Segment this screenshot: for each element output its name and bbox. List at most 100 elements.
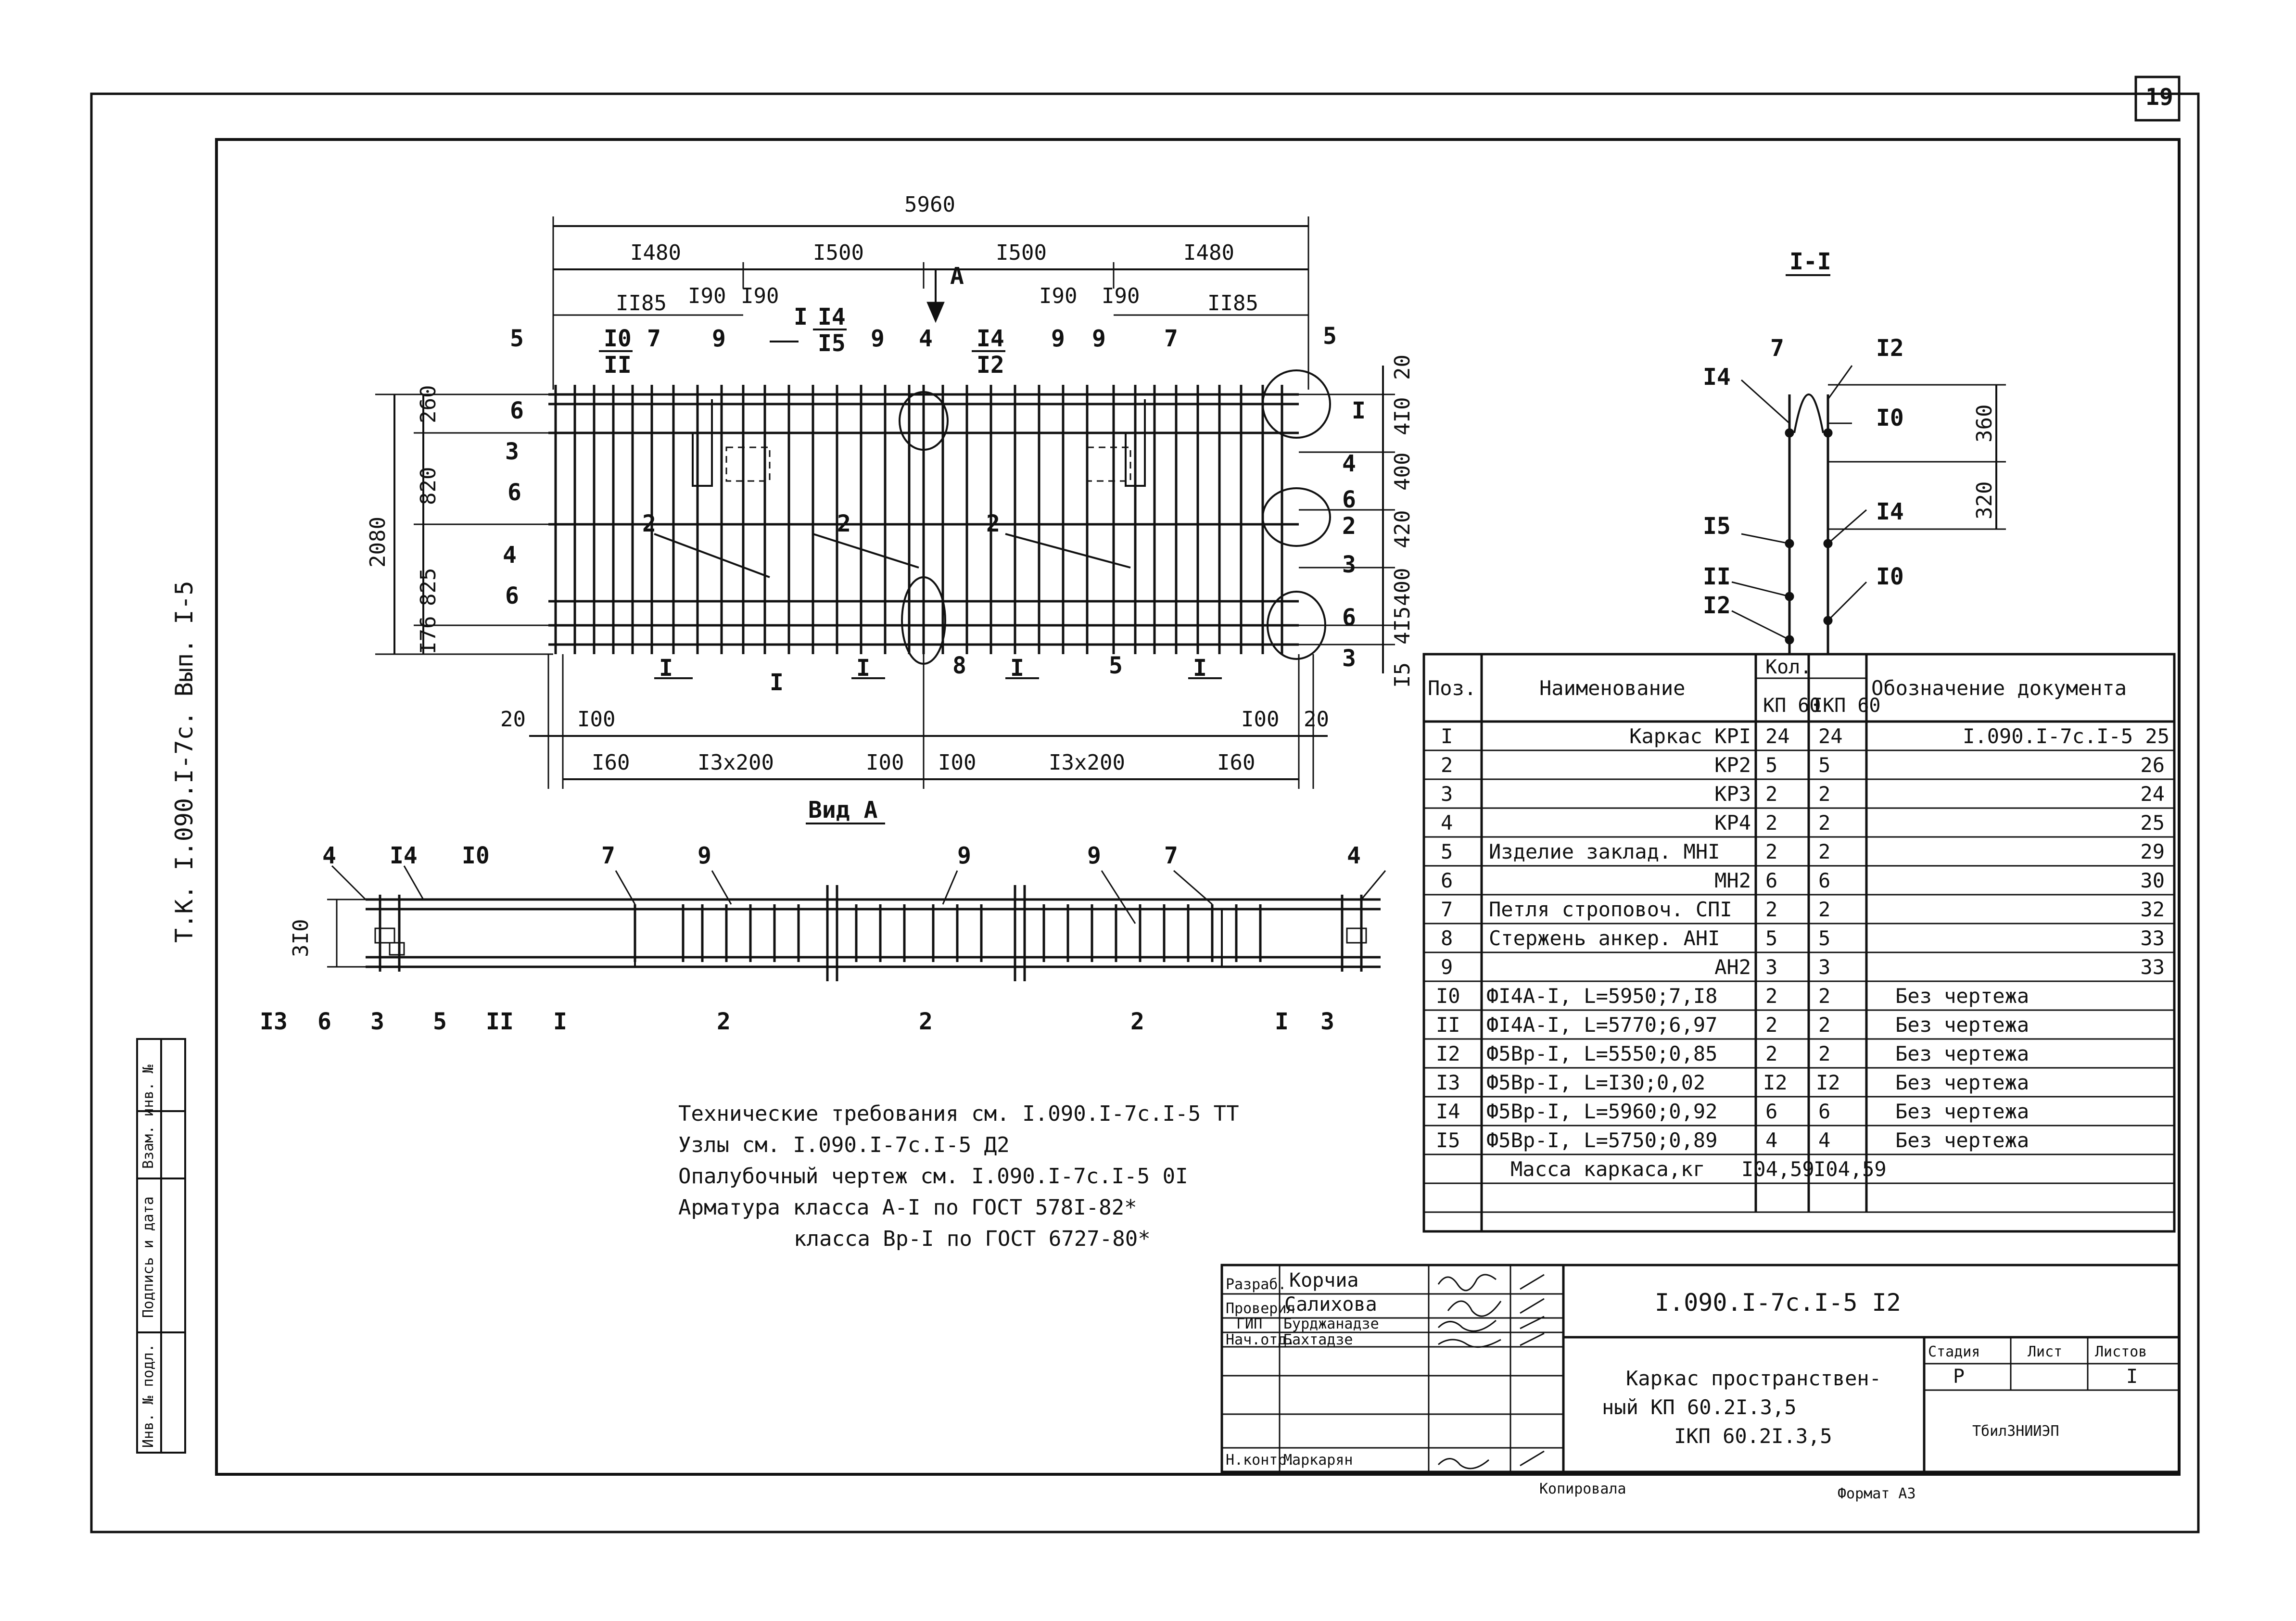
row-12-b: 2 bbox=[1818, 1042, 1830, 1065]
row-14-doc: Без чертежа bbox=[1895, 1100, 2029, 1123]
section-i-i bbox=[1731, 365, 2006, 656]
row-4-name: КР4 bbox=[1714, 811, 1751, 835]
row-1-pos: I bbox=[1441, 724, 1453, 748]
plan-pos-3-right-a: 3 bbox=[1342, 551, 1356, 578]
row-8-doc: 33 bbox=[2140, 926, 2165, 950]
section-mark-6: I bbox=[1193, 655, 1207, 682]
section-mark-4: I bbox=[856, 655, 870, 682]
plan-sub-dim-6: II85 bbox=[1207, 291, 1258, 316]
row-9-name: АН2 bbox=[1714, 955, 1751, 979]
row-7-pos: 7 bbox=[1441, 898, 1453, 921]
row-10-b: 2 bbox=[1818, 984, 1830, 1008]
view-mark-a: А bbox=[950, 263, 964, 290]
section-label-15: I5 bbox=[1703, 513, 1731, 540]
tb-name-6: Маркарян bbox=[1283, 1452, 1353, 1469]
plan-view bbox=[375, 216, 1395, 789]
row-9-b: 3 bbox=[1818, 955, 1830, 979]
left-dim-4: I76 bbox=[416, 616, 441, 654]
plan-pos-3-left: 3 bbox=[505, 438, 519, 465]
row-3-a: 2 bbox=[1765, 782, 1777, 806]
spec-table bbox=[1422, 653, 2176, 1233]
section-label-14a: I4 bbox=[1703, 364, 1731, 391]
row-15-a: 4 bbox=[1765, 1128, 1777, 1152]
row-8-pos: 8 bbox=[1441, 926, 1453, 950]
row-11-name: ФI4А-I, L=5770;6,97 bbox=[1486, 1013, 1717, 1037]
plan-pos-9a: 9 bbox=[712, 325, 726, 352]
row-11-a: 2 bbox=[1765, 1013, 1777, 1037]
footer-copied: Копировала bbox=[1539, 1481, 1626, 1497]
row-1-name: Каркас КРI bbox=[1629, 724, 1751, 748]
plan-pos-5-left: 5 bbox=[510, 325, 524, 352]
plan-sub-dim-5: I90 bbox=[1102, 284, 1140, 308]
tb-role-3: ГИП bbox=[1236, 1316, 1262, 1332]
fraction-3-den: I2 bbox=[977, 352, 1004, 379]
tb-title-1: Каркас пространствен- bbox=[1626, 1367, 1881, 1390]
row-15-b: 4 bbox=[1818, 1128, 1830, 1152]
signatures bbox=[1437, 1274, 1545, 1469]
mass-b: I04,59 bbox=[1814, 1157, 1887, 1181]
note-1: Технические требования см. I.090.I-7с.I-… bbox=[678, 1102, 1239, 1126]
right-dim-5: 400 bbox=[1390, 568, 1415, 606]
view-a-bottom-8: 2 bbox=[919, 1008, 933, 1035]
view-a-bottom-11: 3 bbox=[1320, 1008, 1334, 1035]
tb-name-4: Бахтадзе bbox=[1283, 1331, 1353, 1348]
sheet-number: 19 bbox=[2145, 84, 2173, 111]
note-4: Арматура класса А-I по ГОСТ 578I-82* bbox=[678, 1195, 1137, 1220]
row-10-pos: I0 bbox=[1436, 984, 1460, 1008]
row-13-b: I2 bbox=[1816, 1071, 1840, 1094]
view-a-top-6: 9 bbox=[957, 842, 971, 869]
tb-role-2: Проверил bbox=[1226, 1300, 1295, 1317]
row-2-doc: 26 bbox=[2140, 753, 2165, 777]
row-11-pos: II bbox=[1436, 1013, 1460, 1037]
view-a-bottom-2: 6 bbox=[317, 1008, 331, 1035]
row-8-a: 5 bbox=[1765, 926, 1777, 950]
tb-sheet-label: Лист bbox=[2028, 1343, 2062, 1360]
section-label-12b: I2 bbox=[1703, 592, 1731, 619]
section-title: I-I bbox=[1789, 248, 1831, 275]
view-a-bottom-1: I3 bbox=[260, 1008, 288, 1035]
row-4-doc: 25 bbox=[2140, 811, 2165, 835]
row-6-pos: 6 bbox=[1441, 869, 1453, 892]
view-a-height: 3I0 bbox=[289, 919, 313, 957]
plan-pos-6-right-a: 6 bbox=[1342, 486, 1356, 513]
title-block bbox=[1220, 1264, 2181, 1473]
side-col-inv: Инв. № подл. bbox=[140, 1343, 157, 1448]
plan-pos-9c: 9 bbox=[1051, 325, 1065, 352]
row-2-b: 5 bbox=[1818, 753, 1830, 777]
th-qty-a: КП 60 bbox=[1763, 695, 1821, 717]
row-13-doc: Без чертежа bbox=[1895, 1071, 2029, 1094]
sheet-frame bbox=[90, 76, 2200, 1533]
tb-role-4: Нач.отд. bbox=[1226, 1331, 1295, 1348]
th-doc: Обозначение документа bbox=[1871, 676, 2127, 700]
row-8-b: 5 bbox=[1818, 926, 1830, 950]
row-1-doc: I.090.I-7с.I-5 25 bbox=[1963, 724, 2169, 748]
fraction-2-num: I4 bbox=[818, 304, 846, 330]
overall-height-dim: 2080 bbox=[366, 517, 390, 568]
row-2-a: 5 bbox=[1765, 753, 1777, 777]
row-10-a: 2 bbox=[1765, 984, 1777, 1008]
row-9-doc: 33 bbox=[2140, 955, 2165, 979]
row-15-doc: Без чертежа bbox=[1895, 1128, 2029, 1152]
tb-name-1: Корчиа bbox=[1289, 1269, 1359, 1292]
view-a bbox=[327, 865, 1386, 981]
tb-role-6: Н.контр. bbox=[1226, 1452, 1295, 1469]
th-qty-b: IКП 60 bbox=[1811, 695, 1881, 717]
view-a-bottom-4: 5 bbox=[433, 1008, 447, 1035]
row-5-doc: 29 bbox=[2140, 840, 2165, 863]
row-10-doc: Без чертежа bbox=[1895, 984, 2029, 1008]
row-4-pos: 4 bbox=[1441, 811, 1453, 835]
row-14-pos: I4 bbox=[1436, 1100, 1460, 1123]
plan-top-dim-1: I480 bbox=[630, 241, 681, 265]
plan-pos-5-bottom: 5 bbox=[1109, 652, 1123, 679]
row-6-doc: 30 bbox=[2140, 869, 2165, 892]
section-mark-3: I bbox=[770, 669, 784, 696]
spec-table-rows: I Каркас КРI 2 4 2 4 I.090.I-7с.I-5 25 2 К… bbox=[1436, 724, 2169, 1181]
tb-title-2: ный КП 60.2I.3,5 bbox=[1602, 1395, 1797, 1419]
plan-pos-6-right-b: 6 bbox=[1342, 604, 1356, 631]
row-5-pos: 5 bbox=[1441, 840, 1453, 863]
row-15-pos: I5 bbox=[1436, 1128, 1460, 1152]
tb-name-3: Бурджанадзе bbox=[1283, 1316, 1379, 1332]
plan-pos-3-right-b: 3 bbox=[1342, 645, 1356, 672]
view-a-top-7: 9 bbox=[1087, 842, 1101, 869]
